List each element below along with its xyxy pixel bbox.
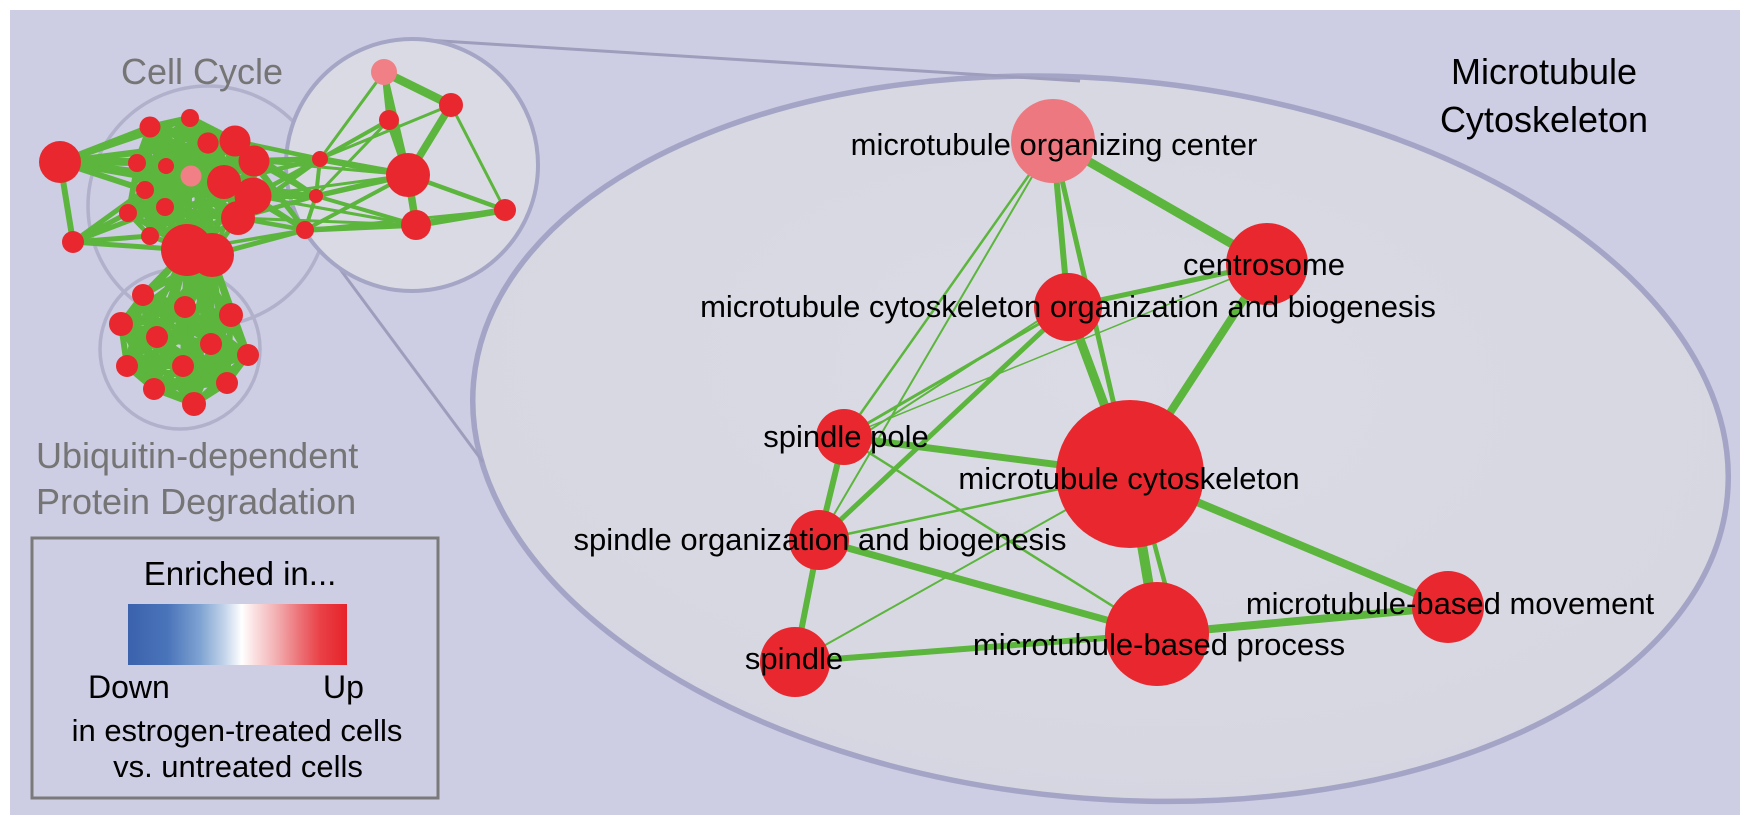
svg-text:Ubiquitin-dependent: Ubiquitin-dependent — [36, 435, 358, 476]
svg-text:spindle pole: spindle pole — [763, 419, 928, 454]
svg-text:in estrogen-treated cells: in estrogen-treated cells — [72, 713, 403, 748]
svg-text:Protein Degradation: Protein Degradation — [36, 481, 356, 522]
svg-text:microtubule-based process: microtubule-based process — [973, 627, 1345, 662]
svg-text:Down: Down — [88, 669, 170, 705]
svg-text:microtubule cytoskeleton: microtubule cytoskeleton — [958, 461, 1299, 496]
svg-text:Cytoskeleton: Cytoskeleton — [1440, 99, 1648, 140]
svg-text:centrosome: centrosome — [1183, 247, 1345, 282]
svg-text:microtubule organizing center: microtubule organizing center — [851, 127, 1258, 162]
svg-text:vs. untreated cells: vs. untreated cells — [113, 749, 363, 784]
svg-text:spindle: spindle — [745, 641, 843, 676]
svg-text:Microtubule: Microtubule — [1451, 51, 1637, 92]
svg-text:Enriched in...: Enriched in... — [144, 555, 337, 592]
svg-text:Up: Up — [323, 669, 364, 705]
svg-text:Cell Cycle: Cell Cycle — [121, 51, 283, 92]
svg-text:microtubule-based movement: microtubule-based movement — [1246, 586, 1655, 621]
svg-text:spindle organization and bioge: spindle organization and biogenesis — [574, 522, 1067, 557]
svg-text:microtubule cytoskeleton organ: microtubule cytoskeleton organization an… — [700, 289, 1436, 324]
